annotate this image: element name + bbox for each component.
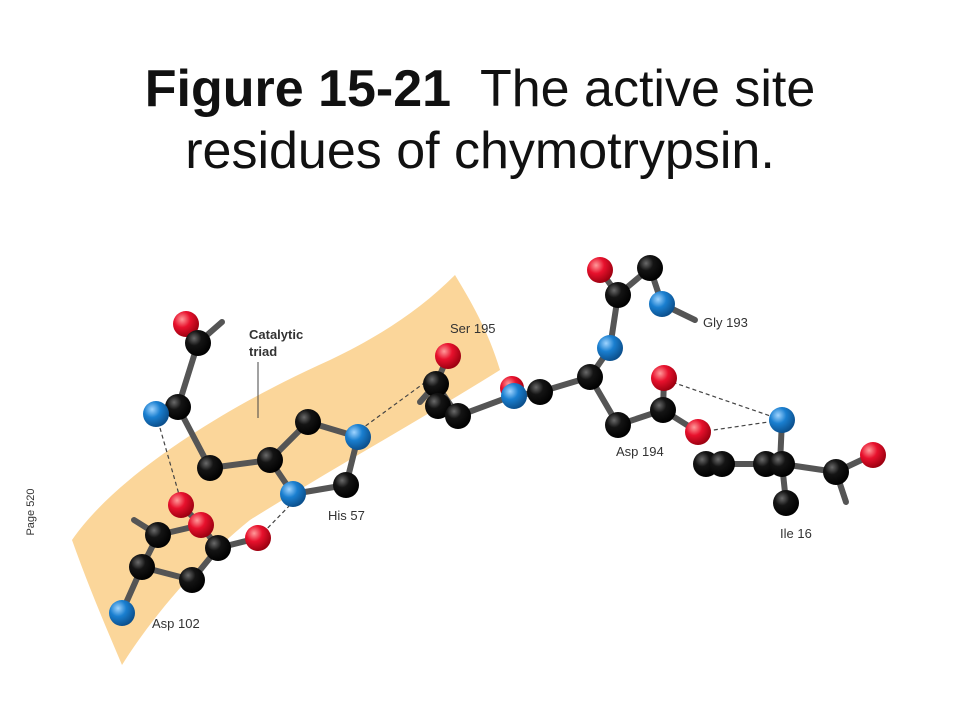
atom-oxygen (685, 419, 711, 445)
atom-carbon (165, 394, 191, 420)
atom-nitrogen (649, 291, 675, 317)
atom-carbon (637, 255, 663, 281)
atom-carbon (197, 455, 223, 481)
atom-nitrogen (345, 424, 371, 450)
atom-carbon (257, 447, 283, 473)
atom-oxygen (173, 311, 199, 337)
atom-carbon (769, 451, 795, 477)
atom-nitrogen (597, 335, 623, 361)
hbond-4 (665, 379, 783, 421)
atom-carbon (179, 567, 205, 593)
atom-carbon (425, 393, 451, 419)
label-asp102: Asp 102 (152, 616, 200, 631)
atom-oxygen (860, 442, 886, 468)
atom-oxygen (435, 343, 461, 369)
hbond-1 (159, 427, 181, 499)
figure-caption-line2: residues of chymotrypsin. (185, 122, 775, 180)
atom-oxygen (587, 257, 613, 283)
label-ile16: Ile 16 (780, 526, 812, 541)
atom-carbon (295, 409, 321, 435)
atom-carbon (423, 371, 449, 397)
atom-carbon (773, 490, 799, 516)
slide-title: Figure 15-21 The active site residues of… (0, 58, 960, 182)
atom-carbon (129, 554, 155, 580)
label-catalytic: Catalytic (249, 327, 303, 342)
label-gly193: Gly 193 (703, 315, 748, 330)
atom-carbon (445, 403, 471, 429)
atom-oxygen (651, 365, 677, 391)
atom-carbon (650, 397, 676, 423)
atom-oxygen (188, 512, 214, 538)
atom-carbon (205, 535, 231, 561)
atoms (109, 255, 886, 626)
atom-carbon (145, 522, 171, 548)
atom-nitrogen (501, 383, 527, 409)
label-triad: triad (249, 344, 277, 359)
label-his57: His 57 (328, 508, 365, 523)
atom-carbon (823, 459, 849, 485)
backbone-band (72, 275, 500, 665)
atom-oxygen (245, 525, 271, 551)
atom-carbon (185, 330, 211, 356)
atom-oxygen (168, 492, 194, 518)
atom-carbon (605, 282, 631, 308)
figure-number: Figure 15-21 (144, 60, 452, 118)
atom-carbon (333, 472, 359, 498)
atom-nitrogen (109, 600, 135, 626)
atom-carbon (527, 379, 553, 405)
label-asp194: Asp 194 (616, 444, 664, 459)
atom-carbon (709, 451, 735, 477)
atom-nitrogen (769, 407, 795, 433)
label-ser195: Ser 195 (450, 321, 496, 336)
atom-nitrogen (280, 481, 306, 507)
atom-carbon (605, 412, 631, 438)
figure-caption-line1: The active site (479, 60, 816, 118)
atom-carbon (577, 364, 603, 390)
atom-nitrogen (143, 401, 169, 427)
